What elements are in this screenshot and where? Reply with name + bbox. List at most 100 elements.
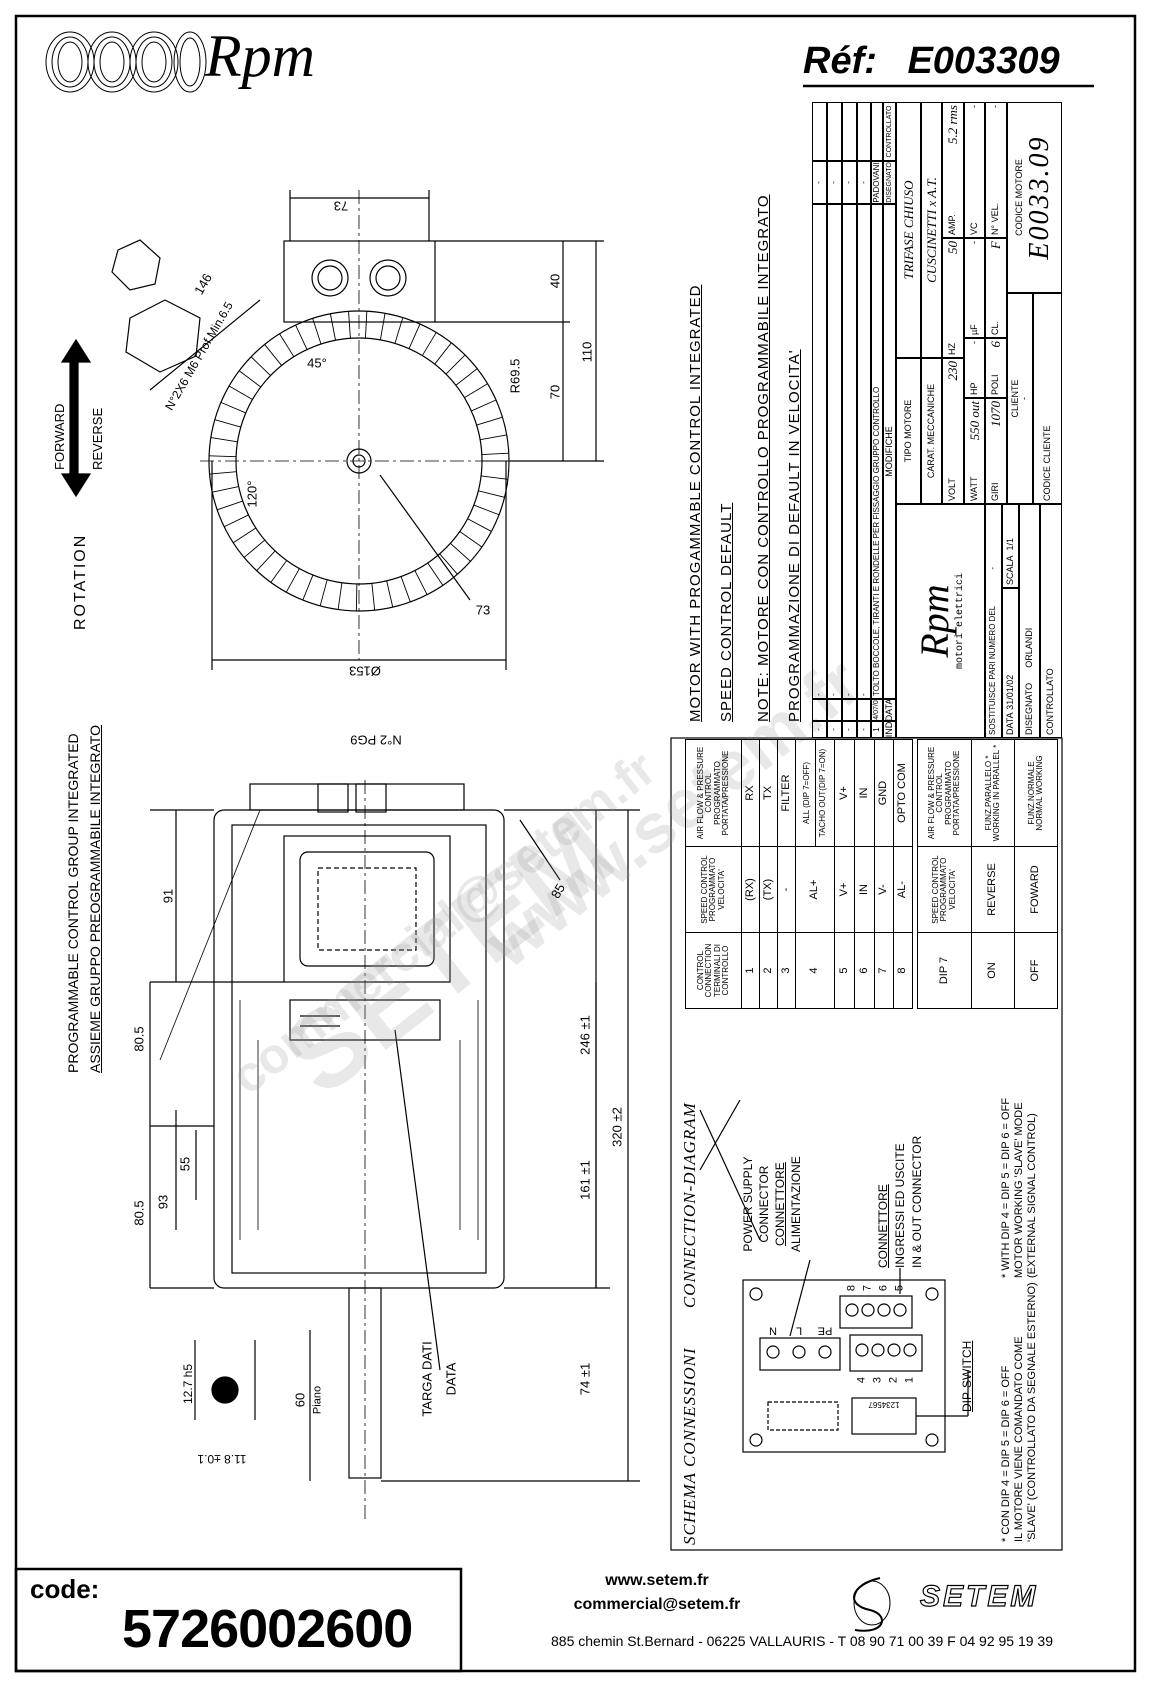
label: INGRESSI ED USCITE <box>893 1143 907 1268</box>
terminal-6: 6 <box>877 1284 890 1292</box>
value: - <box>968 241 979 244</box>
fin <box>467 518 492 532</box>
website-link[interactable]: www.setem.fr <box>605 1572 709 1589</box>
forward-label: FORWARD <box>52 403 67 470</box>
reverse-label: REVERSE <box>90 407 105 470</box>
revision-con <box>827 102 842 161</box>
label: VC <box>968 222 979 235</box>
dim-label: 74 ±1 <box>577 1362 593 1396</box>
fin <box>270 560 288 583</box>
diagram-title-it: SCHEMA CONNESSIONI <box>680 1347 699 1545</box>
value: 50 <box>945 241 961 254</box>
speed-fn: AL+ <box>795 846 835 933</box>
fin <box>464 383 488 399</box>
label: CONNECTOR <box>757 1165 771 1243</box>
dim-label: 73 <box>475 602 491 618</box>
terminal: 2 <box>759 932 778 1009</box>
fin <box>434 342 452 365</box>
reference-label: Réf: <box>803 40 877 82</box>
revision-con <box>871 102 883 161</box>
dim-label: 320 ±2 <box>609 1107 625 1147</box>
note-line: MOTOR WORKING 'SLAVE' MODE <box>1013 1102 1025 1278</box>
tipo-value: TRIFASE CHIUSO <box>896 102 921 358</box>
terminal: 8 <box>893 932 913 1009</box>
revision-con <box>842 102 857 161</box>
value: 31/01/02 <box>1004 674 1015 710</box>
air-fn: ALL (DIP 7=OFF) <box>800 740 816 846</box>
table-row: 3-FILTER <box>777 739 796 1009</box>
label: CONNETTORE <box>876 1184 890 1268</box>
fin <box>459 531 483 548</box>
revision-data: 14/07/04 <box>871 699 883 721</box>
terminal: 4 <box>795 932 835 1009</box>
terminal-l: L <box>795 1324 803 1337</box>
value: ORLANDI <box>1023 627 1034 668</box>
fin <box>421 332 437 356</box>
revision-mod: - <box>812 204 827 699</box>
fin <box>214 419 241 428</box>
fin <box>471 399 497 412</box>
header-dip: DIP 7 <box>917 932 972 1009</box>
dim-label: Piano <box>311 1385 324 1415</box>
fin <box>223 514 249 528</box>
control-group-label: PROGRAMMABLE CONTROL GROUP INTEGRATED AS… <box>62 725 106 1073</box>
revision-dis: - <box>812 161 827 204</box>
fin <box>478 490 505 498</box>
dim-label: 161 ±1 <box>577 1160 593 1200</box>
revision-data <box>842 699 857 721</box>
label: DATA <box>1004 712 1015 735</box>
value: - <box>968 341 979 344</box>
value: - <box>1019 397 1029 400</box>
value: F <box>988 241 1004 249</box>
label: GIRI <box>990 482 1001 501</box>
dim-label: 60 <box>292 1392 308 1408</box>
fin <box>481 452 509 456</box>
terminal: 7 <box>874 932 894 1009</box>
revision-mod: TOLTO BOCCOLE, TIRANTI E RONDELLE PER FI… <box>871 204 883 699</box>
fin <box>285 568 300 593</box>
fin <box>228 385 253 400</box>
dim-label: Ø153 <box>349 663 381 679</box>
fin <box>312 318 322 345</box>
label: N° VEL. <box>990 202 1001 235</box>
fin <box>302 574 314 601</box>
dim-label: 80.5 <box>131 1026 147 1052</box>
rpm-logo: Rpm motori elettrici <box>896 504 985 738</box>
value: 550 out <box>966 401 982 441</box>
revision-mod: - <box>842 204 857 699</box>
connection-frame <box>670 737 1063 1551</box>
air-fn: GND <box>874 739 894 847</box>
controllato-cell: CONTROLLATO <box>1040 504 1062 738</box>
dip-note-it: * CON DIP 4 = DIP 5 = DIP 6 = OFF IL MOT… <box>1000 1282 1039 1542</box>
dim-label: 40 <box>547 273 563 289</box>
fin <box>212 486 239 493</box>
fin <box>379 313 386 340</box>
code-label: code: <box>30 1574 100 1604</box>
air-fn-en: WORKING IN PARALLEL * <box>992 744 1001 842</box>
col-ind: IND <box>883 721 896 738</box>
terminal-pe: PE <box>817 1324 833 1337</box>
fin <box>250 356 271 376</box>
terminal-5: 5 <box>893 1284 906 1292</box>
table-row: 1(RX)RX <box>741 739 760 1009</box>
fin <box>480 434 507 441</box>
setem-logo-text: SETEM <box>919 1579 1039 1613</box>
air-fn: TX <box>759 739 778 847</box>
label: HZ <box>947 343 958 355</box>
revision-dis: PADOVANI <box>871 161 883 204</box>
email-link[interactable]: commercial@setem.fr <box>573 1596 741 1613</box>
dim-label: N°2 PG9 <box>350 732 402 748</box>
terminal-7: 7 <box>861 1284 874 1292</box>
speed-fn: (TX) <box>759 846 778 933</box>
note-line: IL MOTORE VIENE COMANDATO COME <box>1013 1336 1025 1542</box>
col-data: DATA <box>883 699 896 721</box>
dip-state: ON <box>971 932 1015 1009</box>
dim-label: 246 ±1 <box>577 1015 593 1055</box>
